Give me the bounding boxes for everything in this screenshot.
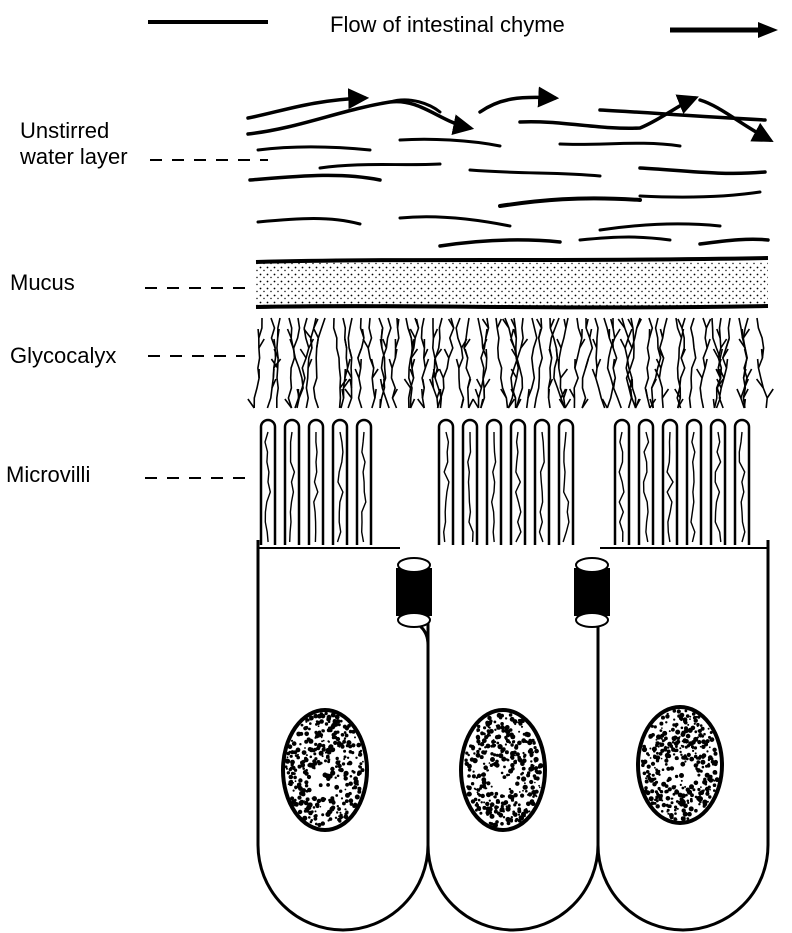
unstirred-water-waves — [246, 86, 774, 248]
nucleus-left — [281, 708, 369, 832]
nucleus-right — [636, 705, 724, 825]
label-mucus: Mucus — [10, 270, 75, 295]
label-microvilli: Microvilli — [6, 462, 91, 487]
tight-junction-right — [574, 568, 610, 616]
flow-arrow-right — [670, 22, 778, 38]
mucus-layer — [255, 256, 769, 310]
label-unstirred-water-layer: Unstirred water layer — [20, 118, 128, 170]
tight-junction-left — [396, 568, 432, 616]
label-unstirred-line1: Unstirred — [20, 118, 110, 143]
microvilli-layer — [259, 418, 751, 545]
cell-right — [596, 540, 770, 932]
nucleus-middle — [459, 708, 547, 832]
flow-title: Flow of intestinal chyme — [330, 12, 565, 37]
glycocalyx-layer — [247, 317, 774, 409]
label-glycocalyx: Glycocalyx — [10, 343, 117, 368]
label-unstirred-line2: water layer — [20, 144, 128, 169]
